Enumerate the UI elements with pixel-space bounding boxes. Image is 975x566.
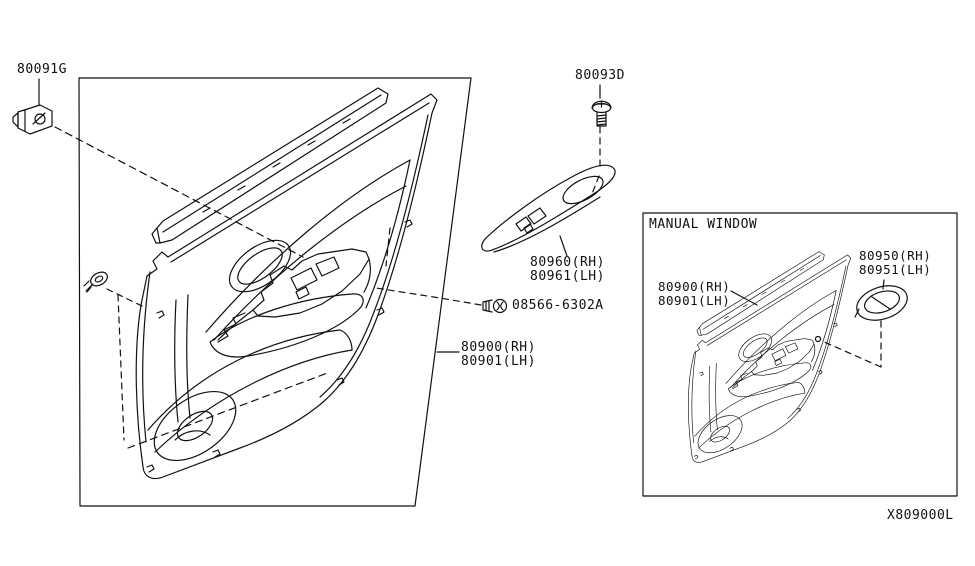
callout-80901-lh[interactable]: 80901(LH) [461, 354, 536, 369]
assembly-dash-clip-c [127, 371, 331, 449]
assembly-dash-finisher [385, 227, 391, 267]
screw-icon [482, 298, 508, 314]
assembly-dash-80091G [54, 126, 304, 258]
inset-callout-80951-lh[interactable]: 80951(LH) [859, 262, 932, 277]
inset-title: MANUAL WINDOW [649, 217, 758, 232]
screw-icon [591, 100, 612, 127]
assembly-dash-08566 [375, 287, 482, 306]
callout-80091G[interactable]: 80091G [17, 62, 67, 77]
callout-80961-lh[interactable]: 80961(LH) [530, 269, 605, 284]
diagram-code: X809000L [887, 508, 954, 523]
assembly-dash-80950-b [821, 340, 882, 368]
inset-frame [642, 212, 958, 497]
assembly-dash-clip-b [117, 294, 125, 441]
escutcheon-drawing [854, 285, 908, 321]
assembly-dash-80093D-b [591, 175, 600, 195]
callout-80900-rh[interactable]: 80900(RH) [461, 340, 536, 355]
assembly-dash-clip-a [106, 288, 147, 309]
inset-callout-80900-rh[interactable]: 80900(RH) [658, 279, 731, 294]
inset-callout-80901-lh[interactable]: 80901(LH) [658, 293, 731, 308]
inset-callout-80950-rh[interactable]: 80950(RH) [859, 248, 932, 263]
push-clip-icon [83, 271, 108, 293]
callout-80960-rh[interactable]: 80960(RH) [530, 255, 605, 270]
main-view-frame [78, 77, 472, 507]
switch-finisher-drawing [481, 164, 616, 253]
leader-80960 [559, 235, 568, 257]
trim-clip-icon [12, 104, 53, 135]
leader-80950 [882, 279, 885, 290]
leader-inset-80900 [730, 290, 758, 306]
callout-08566-6302A[interactable]: 08566-6302A [512, 298, 604, 313]
crank-shaft-point [814, 335, 822, 343]
callout-80093D[interactable]: 80093D [575, 68, 625, 83]
